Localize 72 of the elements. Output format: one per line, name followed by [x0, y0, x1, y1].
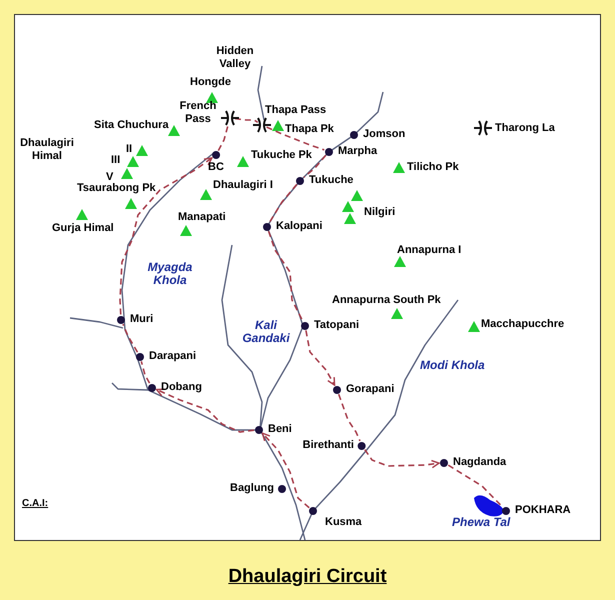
place-name: Dobang [161, 381, 202, 394]
place-name: Darapani [149, 350, 196, 363]
place-name: Muri [130, 313, 154, 326]
route-line [305, 330, 336, 386]
route-line [140, 361, 150, 384]
place-name: Jomson [363, 128, 406, 141]
peak-name: Manapati [178, 211, 226, 224]
peak-name: III [111, 154, 120, 167]
route-line [268, 230, 304, 322]
map-location [301, 319, 360, 332]
map-location [255, 423, 292, 436]
region-name: Hidden Valley [215, 45, 255, 71]
pass-name: French Pass [178, 100, 218, 126]
map-location [148, 381, 202, 394]
river-name: Myagda Khola [146, 261, 194, 287]
peak-name: Tilicho Pk [407, 161, 459, 174]
place-name: Gorapani [346, 383, 394, 396]
map-location [350, 128, 406, 141]
place-name: Baglung [230, 482, 274, 495]
peak-name: Hongde [190, 76, 231, 89]
route-line [234, 118, 258, 124]
place-name: POKHARA [515, 504, 571, 517]
map-location [136, 350, 196, 363]
route-line [122, 324, 138, 353]
place-name: Birethanti [302, 439, 354, 452]
route-line [266, 126, 325, 151]
place-name: Kalopani [276, 220, 322, 233]
route-line [448, 464, 504, 508]
map-location [440, 456, 506, 469]
map-location [474, 120, 555, 136]
region-name: Dhaulagiri Himal [19, 137, 75, 163]
peak-name: Sita Chuchura [94, 119, 169, 132]
route-line [119, 157, 213, 315]
map-location [302, 439, 366, 452]
place-name: Tatopani [314, 319, 360, 332]
peak-name: Thapa Pk [285, 123, 334, 136]
route-line [303, 154, 326, 178]
route-line [262, 432, 310, 508]
map-location [333, 383, 394, 396]
map-title: Dhaulagiri Circuit [228, 565, 387, 589]
peak-name: II [126, 143, 132, 156]
peak-name: Nilgiri [364, 206, 396, 219]
pass-name: Thapa Pass [265, 104, 326, 117]
river-name: Phewa Tal [452, 516, 510, 529]
peak-name: Dhaulagiri I [213, 179, 273, 192]
pass-name: Tharong La [495, 122, 555, 134]
place-name: Kusma [325, 516, 362, 529]
place-name: Nagdanda [453, 456, 506, 469]
peak-name: Annapurna I [397, 244, 462, 257]
peak-name: Annapurna South Pk [332, 294, 441, 307]
peak-name: Gurja Himal [52, 222, 114, 235]
place-name: BC [208, 161, 224, 174]
place-name: Marpha [338, 145, 378, 158]
route-line [364, 449, 440, 468]
river-name: Modi Khola [420, 359, 485, 372]
peak-name: Macchapucchre [481, 318, 564, 331]
place-name: Beni [268, 423, 292, 436]
place-name: Tukuche [309, 174, 354, 187]
map-location [296, 174, 354, 187]
map-location [263, 220, 322, 233]
route-line [338, 394, 361, 442]
peak-name: Tsaurabong Pk [77, 182, 156, 195]
author-credit: C.A.I: [22, 497, 48, 510]
map-location [502, 504, 571, 517]
map-location [117, 313, 154, 326]
peak-name: Tukuche Pk [251, 149, 312, 162]
river-name: Kali Gandaki [241, 319, 291, 345]
map-location [230, 482, 286, 495]
route-line [156, 388, 254, 433]
map-location [325, 145, 378, 158]
peak-name: V [106, 171, 114, 183]
route-line [268, 184, 298, 223]
